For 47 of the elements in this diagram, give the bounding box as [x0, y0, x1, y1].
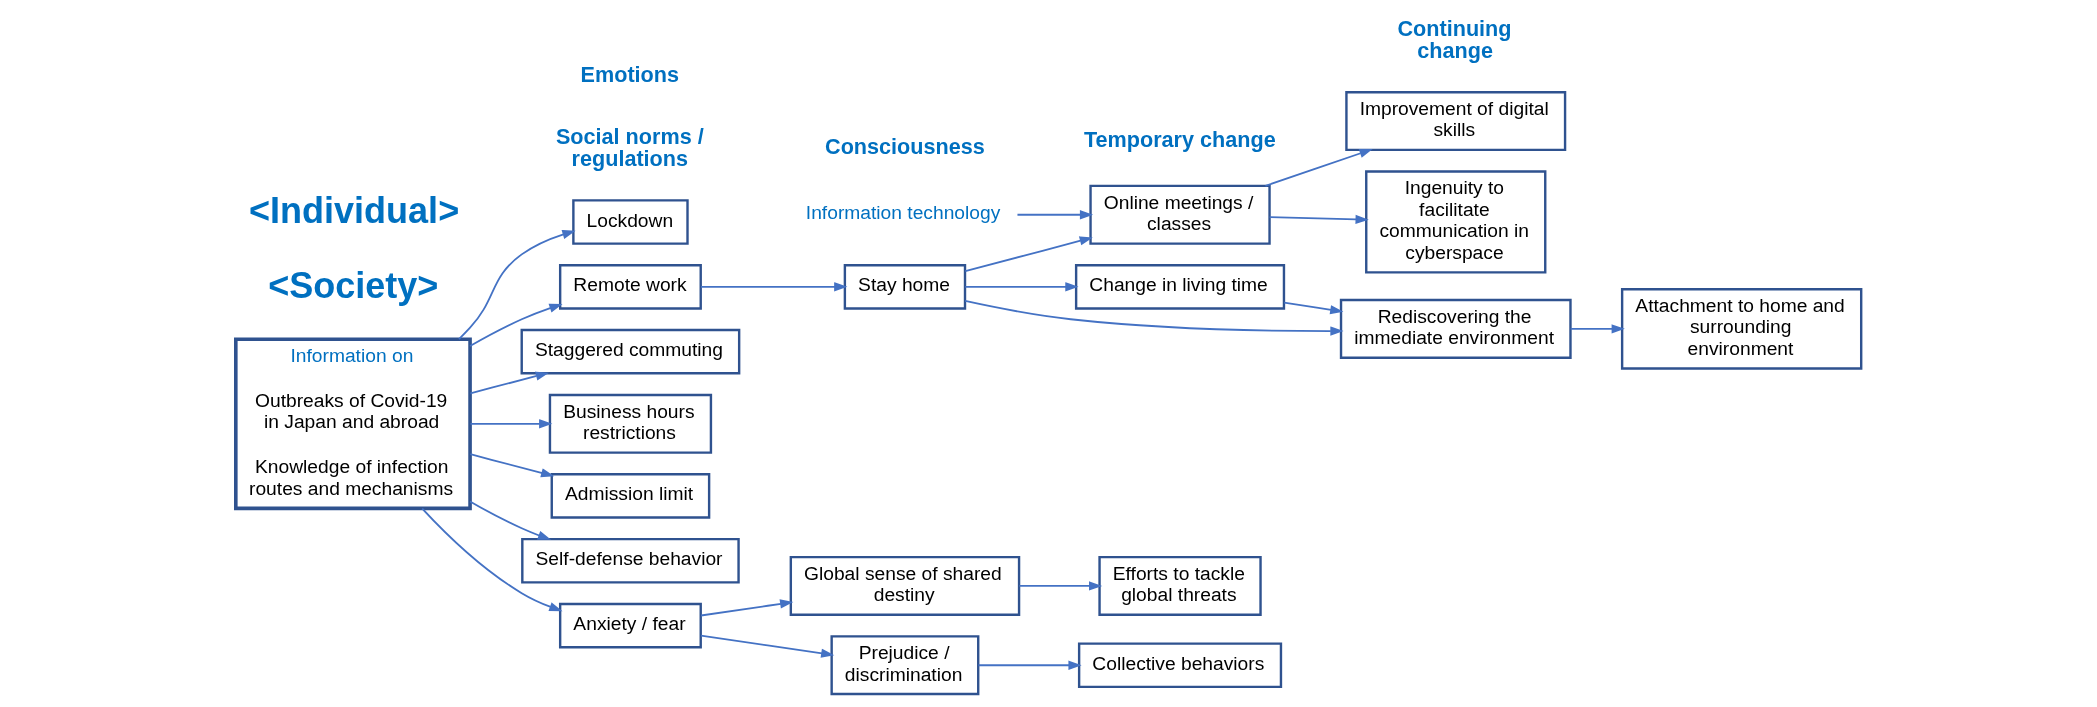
node-box: Lockdown — [572, 199, 689, 245]
arrow — [458, 230, 576, 341]
arrow — [964, 282, 1079, 292]
node-box: Global sense of shared destiny — [789, 555, 1021, 616]
arrow — [1569, 324, 1625, 334]
label: Temporary change — [1083, 126, 1276, 152]
node-box: Business hours restrictions — [548, 393, 713, 454]
arrow — [469, 453, 555, 478]
node-box: Stay home — [843, 264, 967, 310]
node-box: Anxiety / fear — [558, 602, 702, 649]
node-box: Prejudice / discrimination — [830, 635, 980, 696]
node-box: Collective behaviors — [1077, 642, 1283, 689]
arrow — [469, 500, 552, 540]
label: Social norms / regulations — [555, 124, 704, 171]
label: <Society> — [268, 265, 439, 307]
arrow — [1018, 581, 1103, 591]
arrow — [964, 236, 1093, 273]
arrow — [700, 282, 848, 292]
arrow — [1264, 149, 1373, 187]
node-box: Staggered commuting — [520, 328, 741, 375]
arrow — [421, 507, 563, 612]
node-box: Efforts to tackle global threats — [1098, 555, 1262, 616]
node-box: Rediscovering the immediate environment — [1339, 298, 1572, 359]
arrow — [977, 660, 1082, 670]
node-box: Ingenuity to facilitate communication in cyberspace — [1365, 170, 1547, 274]
arrow — [1016, 210, 1094, 220]
arrow — [1283, 301, 1344, 315]
label: Emotions — [580, 61, 680, 87]
node-box: Improvement of digital skills — [1345, 91, 1567, 152]
arrow — [964, 300, 1344, 336]
node-box: Admission limit — [550, 473, 711, 519]
node-box: Remote work — [558, 264, 702, 310]
node-box: Self-defense behavior — [521, 537, 740, 584]
label: Consciousness — [825, 133, 985, 159]
label: Continuing change — [1397, 16, 1512, 63]
node-box: Online meetings / classes — [1089, 184, 1271, 245]
arrow — [469, 419, 553, 429]
node-box: Attachment to home and surrounding environment — [1620, 288, 1863, 370]
arrow — [700, 599, 794, 617]
arrow — [469, 303, 563, 347]
label: <Individual> — [249, 189, 460, 231]
node-box: Information on Outbreaks of Covid-19 in Japan and abroad Knowledge of infection routes and mechanisms — [234, 337, 472, 511]
arrow — [1268, 214, 1369, 224]
node-text: Information technology — [805, 202, 1001, 224]
arrow — [700, 634, 835, 658]
arrow — [469, 371, 549, 395]
node-box: Change in living time — [1074, 264, 1286, 310]
